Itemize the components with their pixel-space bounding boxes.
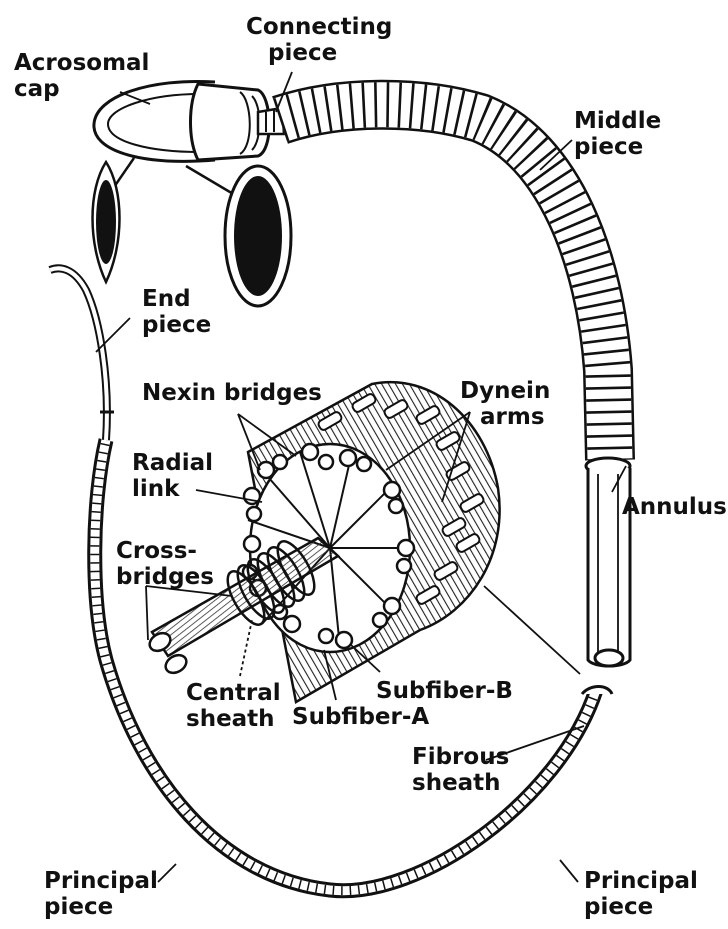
leader-principal-left — [158, 864, 176, 882]
label-line: arms — [460, 404, 550, 430]
label-line: Acrosomal — [14, 50, 149, 76]
label-cross-bridges: Cross- bridges — [116, 538, 214, 590]
label-line: Principal — [584, 868, 698, 894]
label-line: piece — [142, 312, 211, 338]
label-subfiber-b: Subfiber-B — [376, 678, 513, 704]
label-line: Fibrous — [412, 744, 509, 770]
label-line: piece — [246, 40, 392, 66]
label-line: Annulus — [622, 494, 727, 520]
label-line: piece — [584, 894, 698, 920]
label-line: Cross- — [116, 538, 214, 564]
label-principal-piece-right: Principal piece — [584, 868, 698, 920]
label-line: Middle — [574, 108, 661, 134]
label-connecting-piece: Connecting piece — [246, 14, 392, 66]
label-line: Dynein — [460, 378, 550, 404]
label-line: Central — [186, 680, 281, 706]
label-line: sheath — [186, 706, 281, 732]
frontal-nucleus — [234, 176, 282, 296]
label-line: sheath — [412, 770, 509, 796]
leader-central-sheath — [240, 620, 252, 676]
label-central-sheath: Central sheath — [186, 680, 281, 732]
label-radial-link: Radial link — [132, 450, 213, 502]
label-line: piece — [44, 894, 158, 920]
label-principal-piece-left: Principal piece — [44, 868, 158, 920]
label-line: bridges — [116, 564, 214, 590]
label-line: Subfiber-A — [292, 704, 429, 730]
leader-fibrous-sheath — [484, 586, 580, 674]
label-line: End — [142, 286, 211, 312]
end-piece-tail — [50, 268, 107, 440]
label-fibrous-sheath: Fibrous sheath — [412, 744, 509, 796]
label-annulus: Annulus — [622, 494, 727, 520]
label-line: Radial — [132, 450, 213, 476]
sagittal-nucleus — [96, 180, 116, 264]
label-line: link — [132, 476, 213, 502]
label-subfiber-a: Subfiber-A — [292, 704, 429, 730]
label-line: Nexin bridges — [142, 380, 322, 406]
leader-principal-right — [560, 860, 578, 882]
label-dynein-arms: Dynein arms — [460, 378, 550, 430]
label-line: cap — [14, 76, 149, 102]
label-end-piece: End piece — [142, 286, 211, 338]
principal-cut-end — [595, 650, 623, 666]
label-line: Connecting — [246, 14, 392, 40]
principal-lower-cap — [582, 687, 612, 695]
label-nexin-bridges: Nexin bridges — [142, 380, 322, 406]
label-acrosomal-cap: Acrosomal cap — [14, 50, 149, 102]
end-piece-tail-inner — [50, 268, 107, 440]
label-line: Principal — [44, 868, 158, 894]
label-middle-piece: Middle piece — [574, 108, 661, 160]
label-line: piece — [574, 134, 661, 160]
label-line: Subfiber-B — [376, 678, 513, 704]
head-cross-sections — [93, 158, 292, 306]
leader-cross-bridges — [146, 586, 148, 640]
